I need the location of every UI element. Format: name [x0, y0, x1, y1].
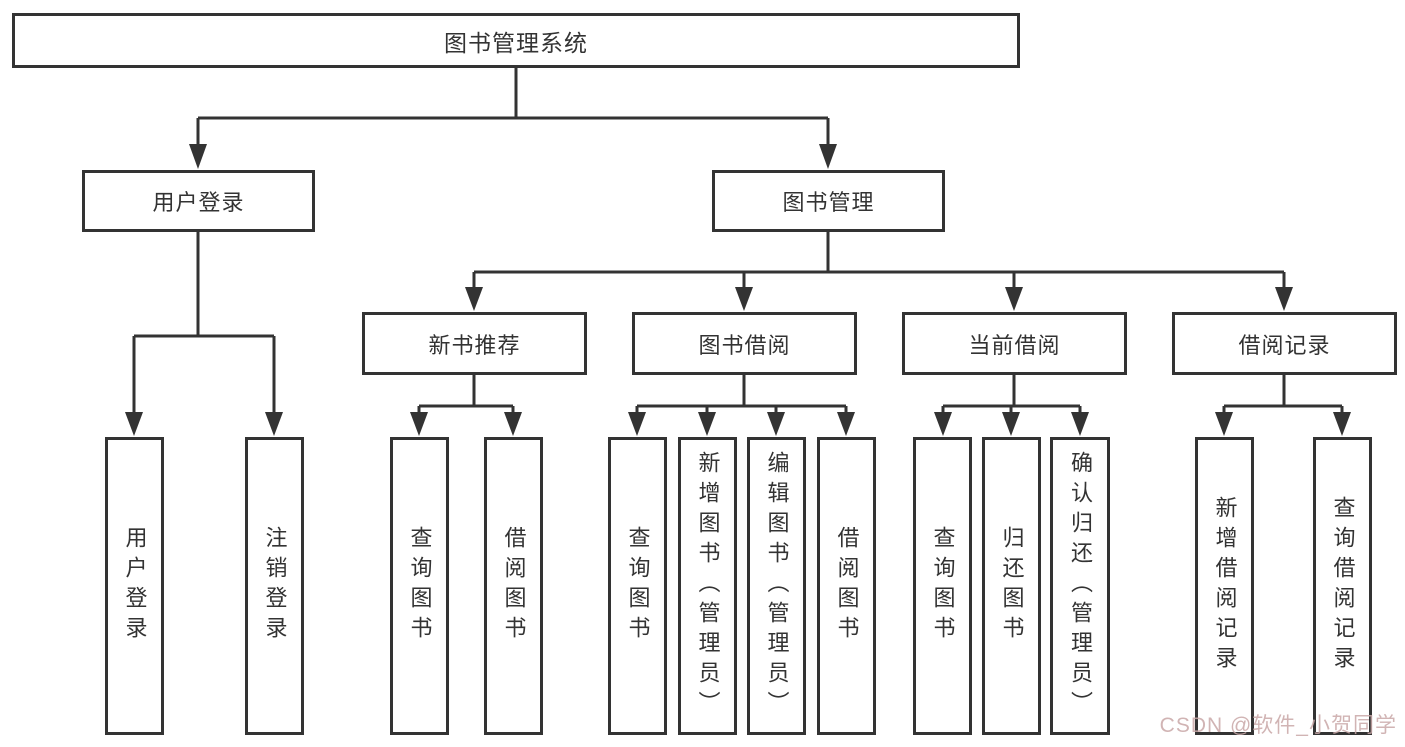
node-label: 查询图书 [625, 526, 651, 646]
node-label: 借阅图书 [834, 526, 860, 646]
node-label: 归还图书 [999, 526, 1025, 646]
leaf-borrow-books-recommend: 借阅图书 [484, 437, 543, 735]
node-label: 编辑图书（管理员） [764, 451, 790, 721]
leaf-borrow-books-borrowing: 借阅图书 [817, 437, 876, 735]
node-label: 图书借阅 [698, 332, 791, 358]
leaf-confirm-return-admin: 确认归还（管理员） [1050, 437, 1110, 735]
node-label: 图书管理 [782, 190, 875, 215]
node-label: 用户登录 [152, 190, 245, 215]
leaf-query-borrow-record: 查询借阅记录 [1313, 437, 1372, 735]
leaf-edit-books-admin: 编辑图书（管理员） [747, 437, 806, 735]
node-label: 当前借阅 [968, 332, 1061, 358]
node-label: 新增借阅记录 [1212, 496, 1238, 676]
node-book-borrowing: 图书借阅 [632, 312, 857, 375]
node-label: 查询借阅记录 [1330, 496, 1356, 676]
leaf-query-books-borrowing: 查询图书 [608, 437, 667, 735]
node-borrowing-records: 借阅记录 [1172, 312, 1397, 375]
node-label: 注销登录 [262, 526, 288, 646]
leaf-query-books-recommend: 查询图书 [390, 437, 449, 735]
csdn-watermark: CSDN @软件_小贺同学 [1159, 714, 1397, 737]
node-new-book-recommend: 新书推荐 [362, 312, 587, 375]
leaf-query-books-current: 查询图书 [913, 437, 972, 735]
leaf-add-borrow-record: 新增借阅记录 [1195, 437, 1254, 735]
node-label: 借阅记录 [1238, 332, 1331, 358]
node-label: 查询图书 [930, 526, 956, 646]
leaf-logout: 注销登录 [245, 437, 304, 735]
leaf-user-login: 用户登录 [105, 437, 164, 735]
node-label: 新书推荐 [428, 332, 521, 358]
arrowheads [125, 144, 1351, 436]
leaf-add-books-admin: 新增图书（管理员） [678, 437, 737, 735]
node-book-management: 图书管理 [712, 170, 945, 232]
node-user-login-group: 用户登录 [82, 170, 315, 232]
node-label: 用户登录 [122, 526, 148, 646]
node-label: 图书管理系统 [444, 29, 588, 56]
leaf-return-books: 归还图书 [982, 437, 1041, 735]
node-label: 查询图书 [407, 526, 433, 646]
node-label: 新增图书（管理员） [695, 451, 721, 721]
node-label: 借阅图书 [501, 526, 527, 646]
node-library-management-system: 图书管理系统 [12, 13, 1020, 68]
node-label: 确认归还（管理员） [1068, 451, 1093, 721]
node-current-borrowing: 当前借阅 [902, 312, 1127, 375]
